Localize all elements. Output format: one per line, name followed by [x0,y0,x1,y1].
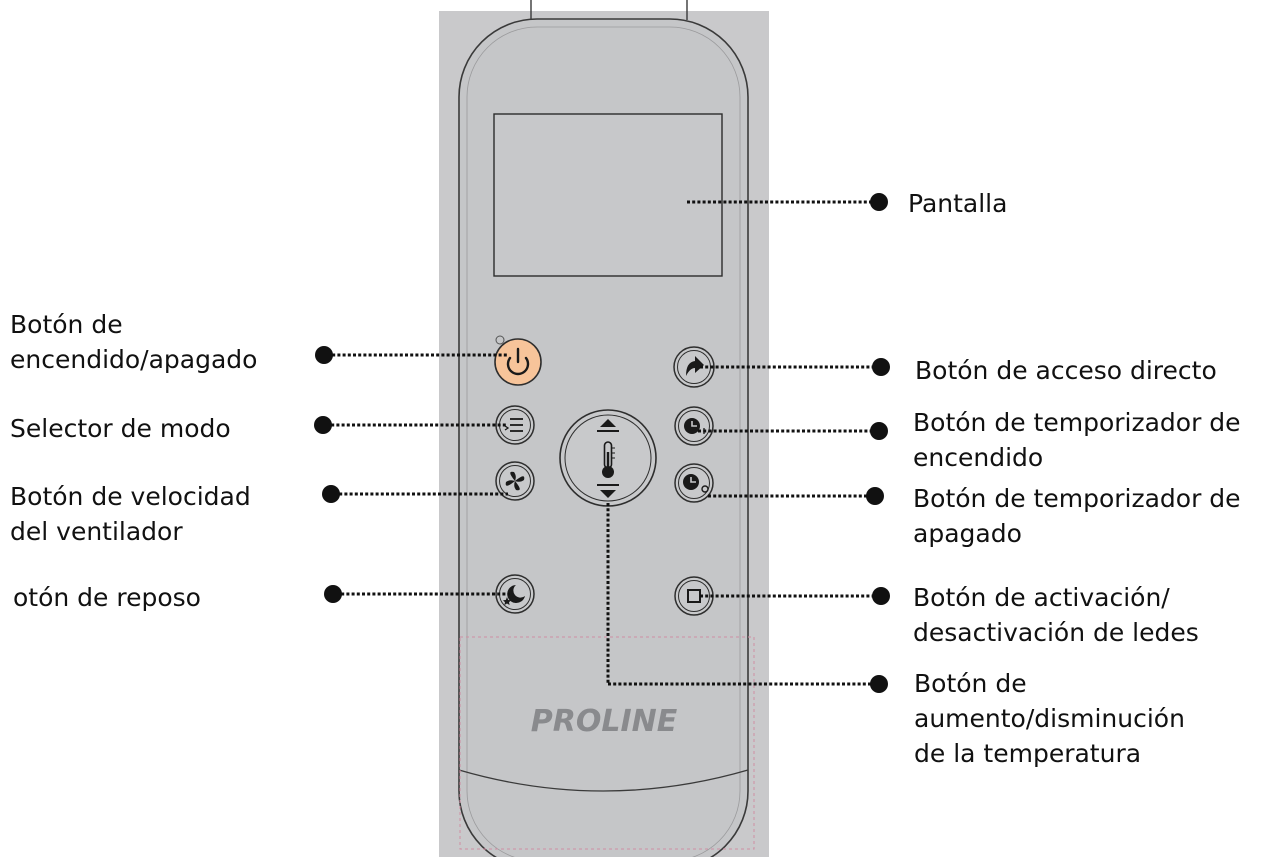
display-screen [493,113,723,277]
leader-timer-off [708,487,884,505]
label-shortcut-button: Botón de acceso directo [915,353,1217,388]
label-line: de la temperatura [914,739,1142,768]
label-line: del ventilador [10,517,183,546]
leader-fan-speed [322,485,508,503]
temperature-up-arrow-icon [600,419,616,427]
label-line: Botón de [914,669,1027,698]
sleep-moon-icon [503,585,525,605]
label-line: Botón de temporizador de [913,484,1241,513]
leader-sleep [324,585,510,603]
label-line: desactivación de ledes [913,618,1199,647]
label-line: Botón de temporizador de [913,408,1241,437]
fan-speed-button[interactable] [495,461,535,501]
label-line: Pantalla [908,189,1008,218]
sleep-button[interactable] [495,574,535,614]
leader-timer-on [698,422,888,440]
leader-temperature [606,503,888,693]
label-temperature-button: Botón de aumento/disminución de la tempe… [914,666,1185,771]
label-line: encendido [913,443,1044,472]
remote-top-tab [530,0,688,20]
timer-on-clock-icon [684,418,705,434]
shortcut-arrow-icon [686,356,704,376]
label-line: Botón de velocidad [10,482,251,511]
remote-body-inner-edge [466,26,741,857]
timer-on-button[interactable] [674,406,714,446]
mode-list-icon [504,418,523,432]
leader-led [700,587,890,605]
timer-off-button[interactable] [674,463,714,503]
label-line: encendido/apagado [10,345,258,374]
temperature-down-arrow-icon [600,490,616,498]
leader-power [315,346,509,364]
label-line: Botón de activación/ [913,583,1170,612]
label-line: Botón de [10,310,123,339]
label-pantalla: Pantalla [908,186,1007,221]
thermometer-icon [602,441,615,478]
label-line: otón de reposo [13,583,201,612]
brand-logo: PROLINE [531,704,678,739]
temperature-button[interactable] [559,409,657,507]
fan-icon [505,471,525,491]
power-icon [506,347,530,376]
power-button[interactable] [494,338,542,386]
label-line: Botón de acceso directo [915,356,1217,385]
mode-button[interactable] [495,405,535,445]
label-sleep-button: otón de reposo [13,580,201,615]
leader-pantalla [687,193,888,211]
label-fan-speed-button: Botón de velocidad del ventilador [10,479,251,549]
label-power-button: Botón de encendido/apagado [10,307,257,377]
indicator-led-icon [495,335,505,345]
leader-shortcut [700,358,890,376]
label-line: aumento/disminución [914,704,1185,733]
label-mode-selector: Selector de modo [10,411,231,446]
remote-bottom-curve [458,769,749,792]
leader-mode [314,416,508,434]
label-led-button: Botón de activación/ desactivación de le… [913,580,1199,650]
label-timer-off-button: Botón de temporizador de apagado [913,481,1241,551]
label-line: Selector de modo [10,414,231,443]
label-line: apagado [913,519,1022,548]
dashed-battery-region [459,636,755,850]
timer-off-clock-icon [683,474,709,493]
label-timer-on-button: Botón de temporizador de encendido [913,405,1241,475]
